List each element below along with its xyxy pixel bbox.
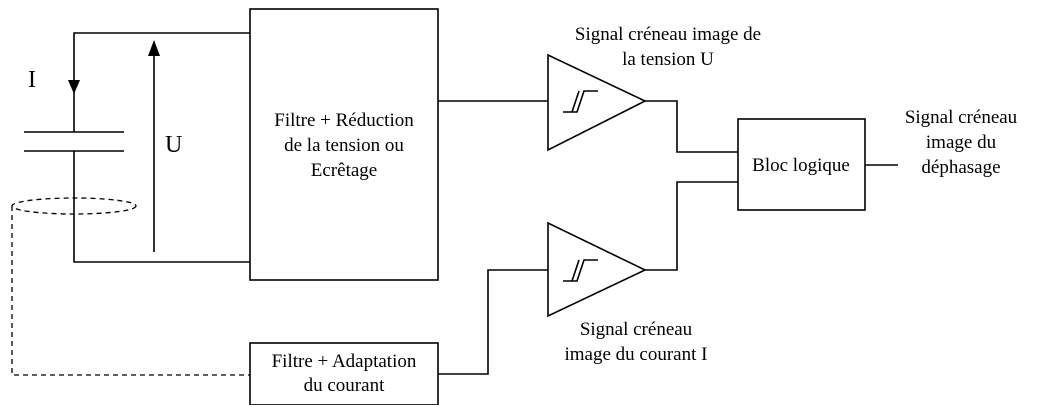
current-signal-caption-line-2: image du courant I [565, 344, 708, 365]
voltage-arrow-icon [148, 40, 160, 56]
sensor-dashed-wire [11, 206, 250, 376]
logic-block: Bloc logique [737, 118, 866, 211]
current-comparator-triangle [547, 221, 647, 318]
voltage-signal-caption-line-1: Signal créneau image de [575, 24, 761, 45]
phase-signal-caption-line-1: Signal créneau [905, 107, 1018, 128]
current-comparator-output-wire [645, 181, 738, 271]
voltage-filter-line-3: Ecrêtage [311, 160, 377, 181]
current-arrow-icon [68, 80, 80, 94]
top-wire [73, 32, 250, 132]
current-filter-box [249, 342, 439, 405]
current-label: I [28, 67, 36, 93]
voltage-signal-caption-line-2: la tension U [622, 49, 714, 70]
current-filter-line-1: Filtre + Adaptation [272, 351, 417, 372]
current-to-comparator-wire [438, 269, 548, 375]
logic-label: Bloc logique [752, 155, 850, 176]
load-circuit: I U [11, 32, 250, 376]
voltage-label: U [165, 132, 182, 158]
voltage-filter-box [249, 8, 439, 281]
voltage-comparator [547, 53, 647, 152]
current-signal-caption-line-1: Signal créneau [580, 319, 693, 340]
hysteresis-icon [563, 259, 598, 282]
current-filter-block: Filtre + Adaptation du courant [249, 342, 439, 405]
voltage-comparator-triangle [547, 53, 647, 152]
voltage-filter-line-2: de la tension ou [284, 135, 404, 156]
phase-signal-caption-line-2: image du [926, 132, 997, 153]
current-comparator [547, 221, 647, 318]
hysteresis-icon [563, 90, 598, 113]
current-filter-line-2: du courant [304, 375, 385, 396]
phase-signal-caption-line-3: déphasage [921, 157, 1000, 178]
voltage-comparator-output-wire [645, 100, 738, 153]
bottom-wire [73, 151, 250, 263]
voltage-filter-line-1: Filtre + Réduction [274, 110, 414, 131]
voltage-filter-block: Filtre + Réduction de la tension ou Ecrê… [249, 8, 439, 281]
